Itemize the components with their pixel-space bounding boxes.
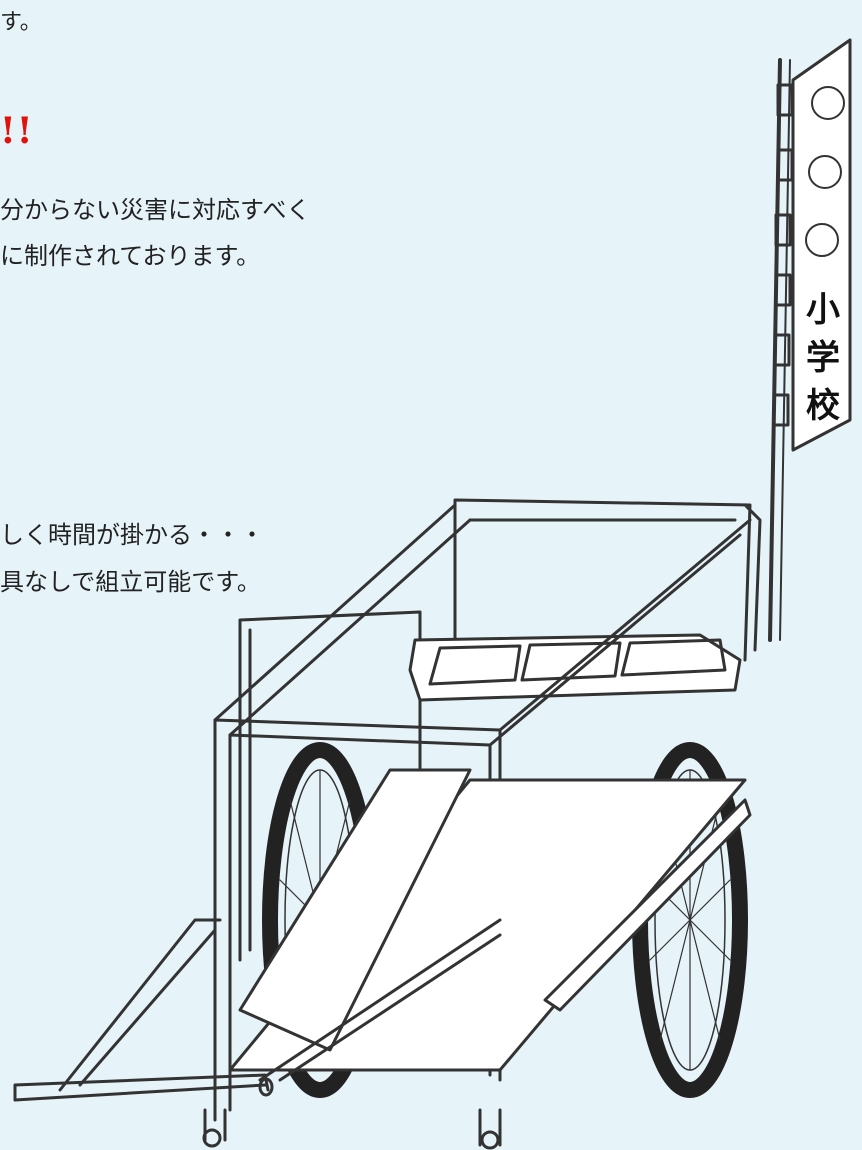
banner-flag: [791, 38, 852, 452]
banner-circle-1: [811, 86, 845, 120]
banner-circle-3: [805, 223, 839, 257]
paragraph2-line2: 具なしで組立可能です。: [0, 568, 261, 596]
paragraph1-line2: に制作されております。: [0, 242, 261, 270]
banner-circle-2: [808, 155, 842, 189]
rear-frame: [453, 498, 762, 662]
ramp-board: [238, 768, 472, 1052]
paragraph2-line1: しく時間が掛かる・・・: [0, 521, 264, 549]
cart-handle: [13, 1073, 270, 1102]
text-line-top: す。: [0, 10, 42, 35]
banner-char-1: 小: [806, 290, 840, 330]
banner-char-2: 学: [806, 338, 840, 378]
paragraph1-line1: 分からない災害に対応すべく: [0, 196, 311, 224]
heading-exclaim: !!: [0, 110, 34, 152]
banner-char-3: 校: [806, 386, 840, 426]
